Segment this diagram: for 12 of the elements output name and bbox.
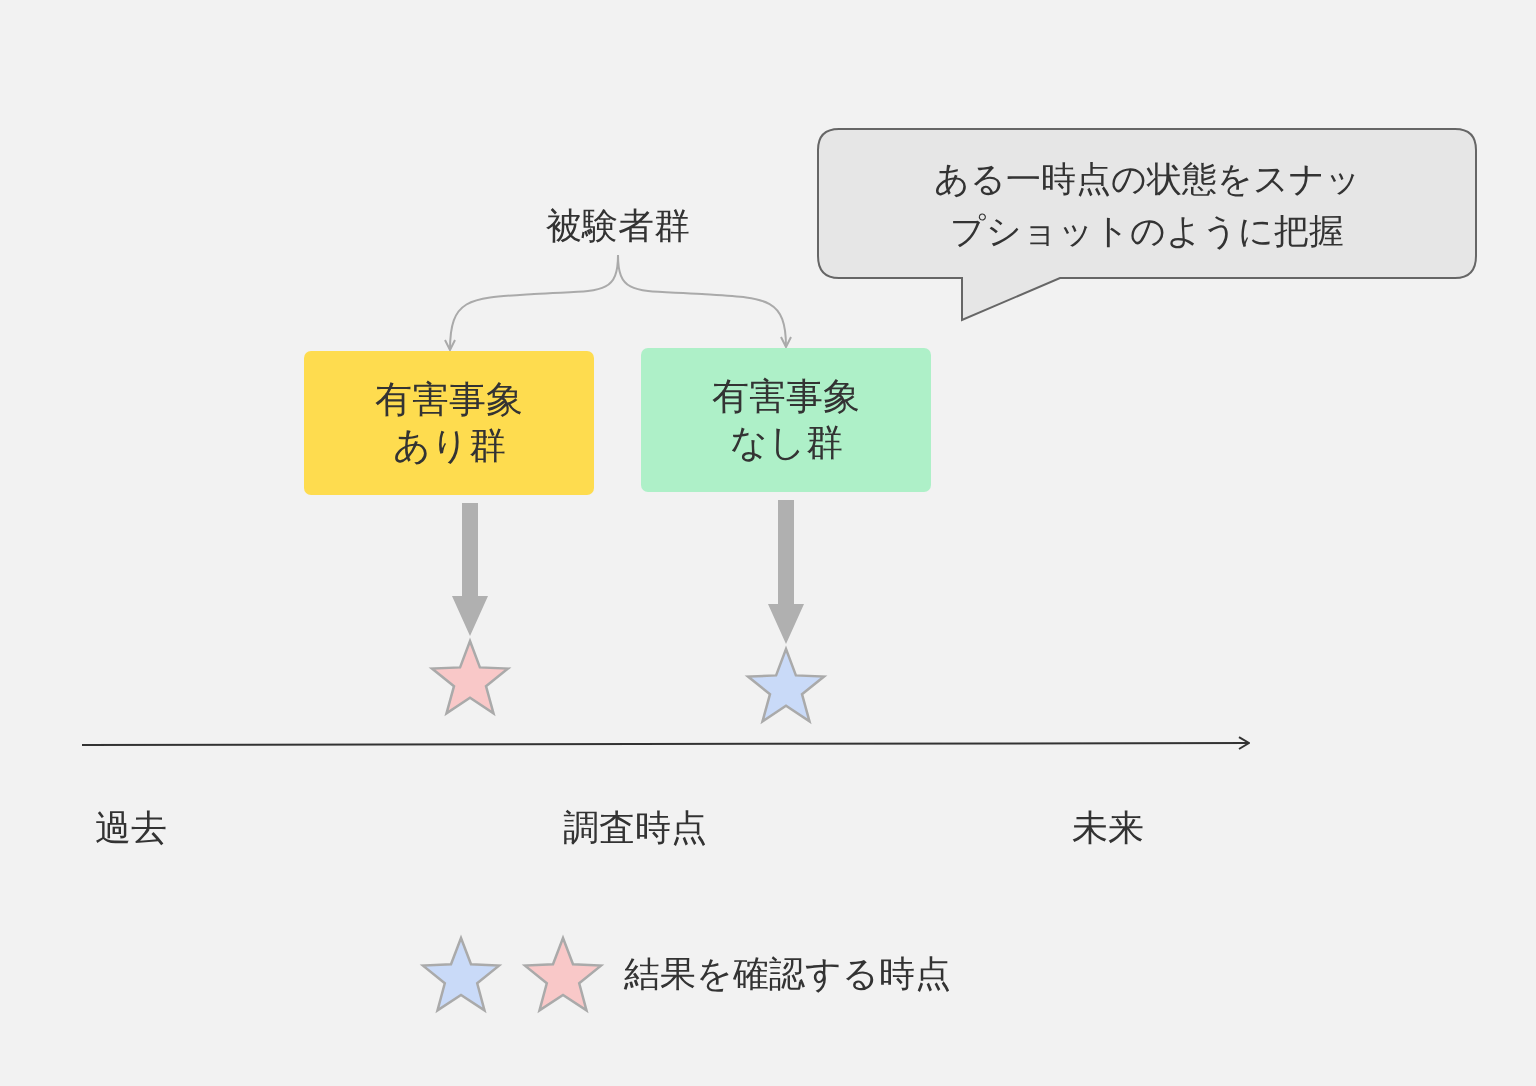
bubble-text: ある一時点の状態をスナップショットのように把握 (932, 157, 1362, 253)
thick-arrow (768, 500, 804, 644)
speech-bubble (817, 128, 1477, 322)
time-label: 調査時点 (563, 806, 707, 850)
legend-text: 結果を確認する時点 (624, 952, 951, 996)
time-label: 過去 (95, 806, 167, 850)
curved-arrow (617, 254, 792, 348)
group-box: 有害事象あり群 (304, 351, 594, 495)
time-label: 未来 (1072, 806, 1144, 850)
thick-arrow (452, 503, 488, 636)
group-box: 有害事象なし群 (641, 348, 931, 492)
group-label: 被験者群 (530, 200, 706, 252)
